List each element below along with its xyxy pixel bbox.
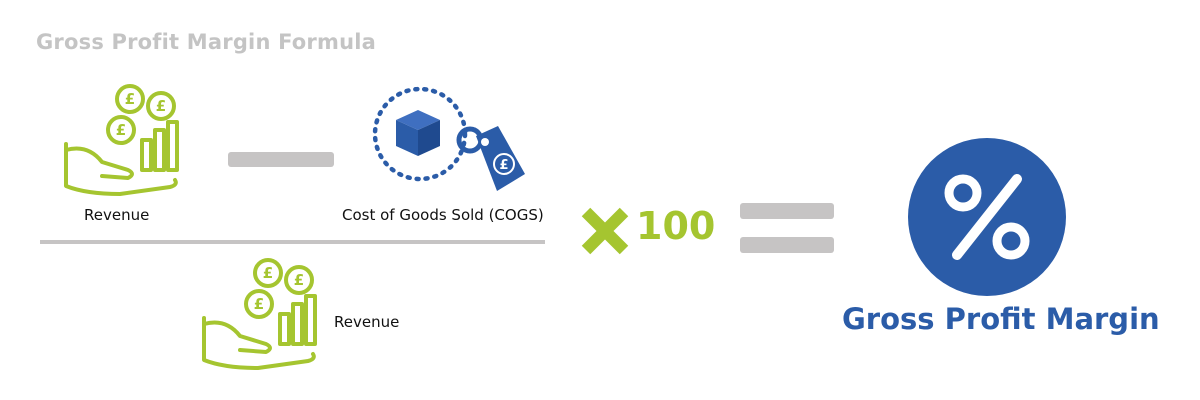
multiply-icon (581, 207, 629, 255)
coin-symbol: £ (116, 121, 126, 139)
revenue-icon: £ £ £ (64, 84, 179, 196)
coin-symbol: £ (156, 97, 166, 115)
multiplier-value: 100 (636, 204, 716, 248)
equals-bottom-bar (740, 237, 834, 253)
page-title: Gross Profit Margin Formula (36, 30, 376, 54)
coin-symbol: £ (125, 90, 135, 108)
cogs-icon: £ (372, 86, 525, 191)
result-label: Gross Profit Margin (842, 302, 1160, 336)
minus-icon (228, 152, 334, 167)
revenue-label: Revenue (84, 206, 150, 224)
cogs-label: Cost of Goods Sold (COGS) (342, 206, 544, 224)
tag-currency-symbol: £ (499, 158, 508, 173)
coin-symbol: £ (263, 264, 273, 282)
fraction-line (40, 240, 545, 244)
percent-circle-icon (908, 138, 1066, 296)
coin-symbol: £ (254, 295, 264, 313)
denominator-revenue-label: Revenue (334, 313, 400, 331)
revenue-icon: £ £ £ (202, 258, 317, 370)
coin-symbol: £ (294, 271, 304, 289)
equals-top-bar (740, 203, 834, 219)
